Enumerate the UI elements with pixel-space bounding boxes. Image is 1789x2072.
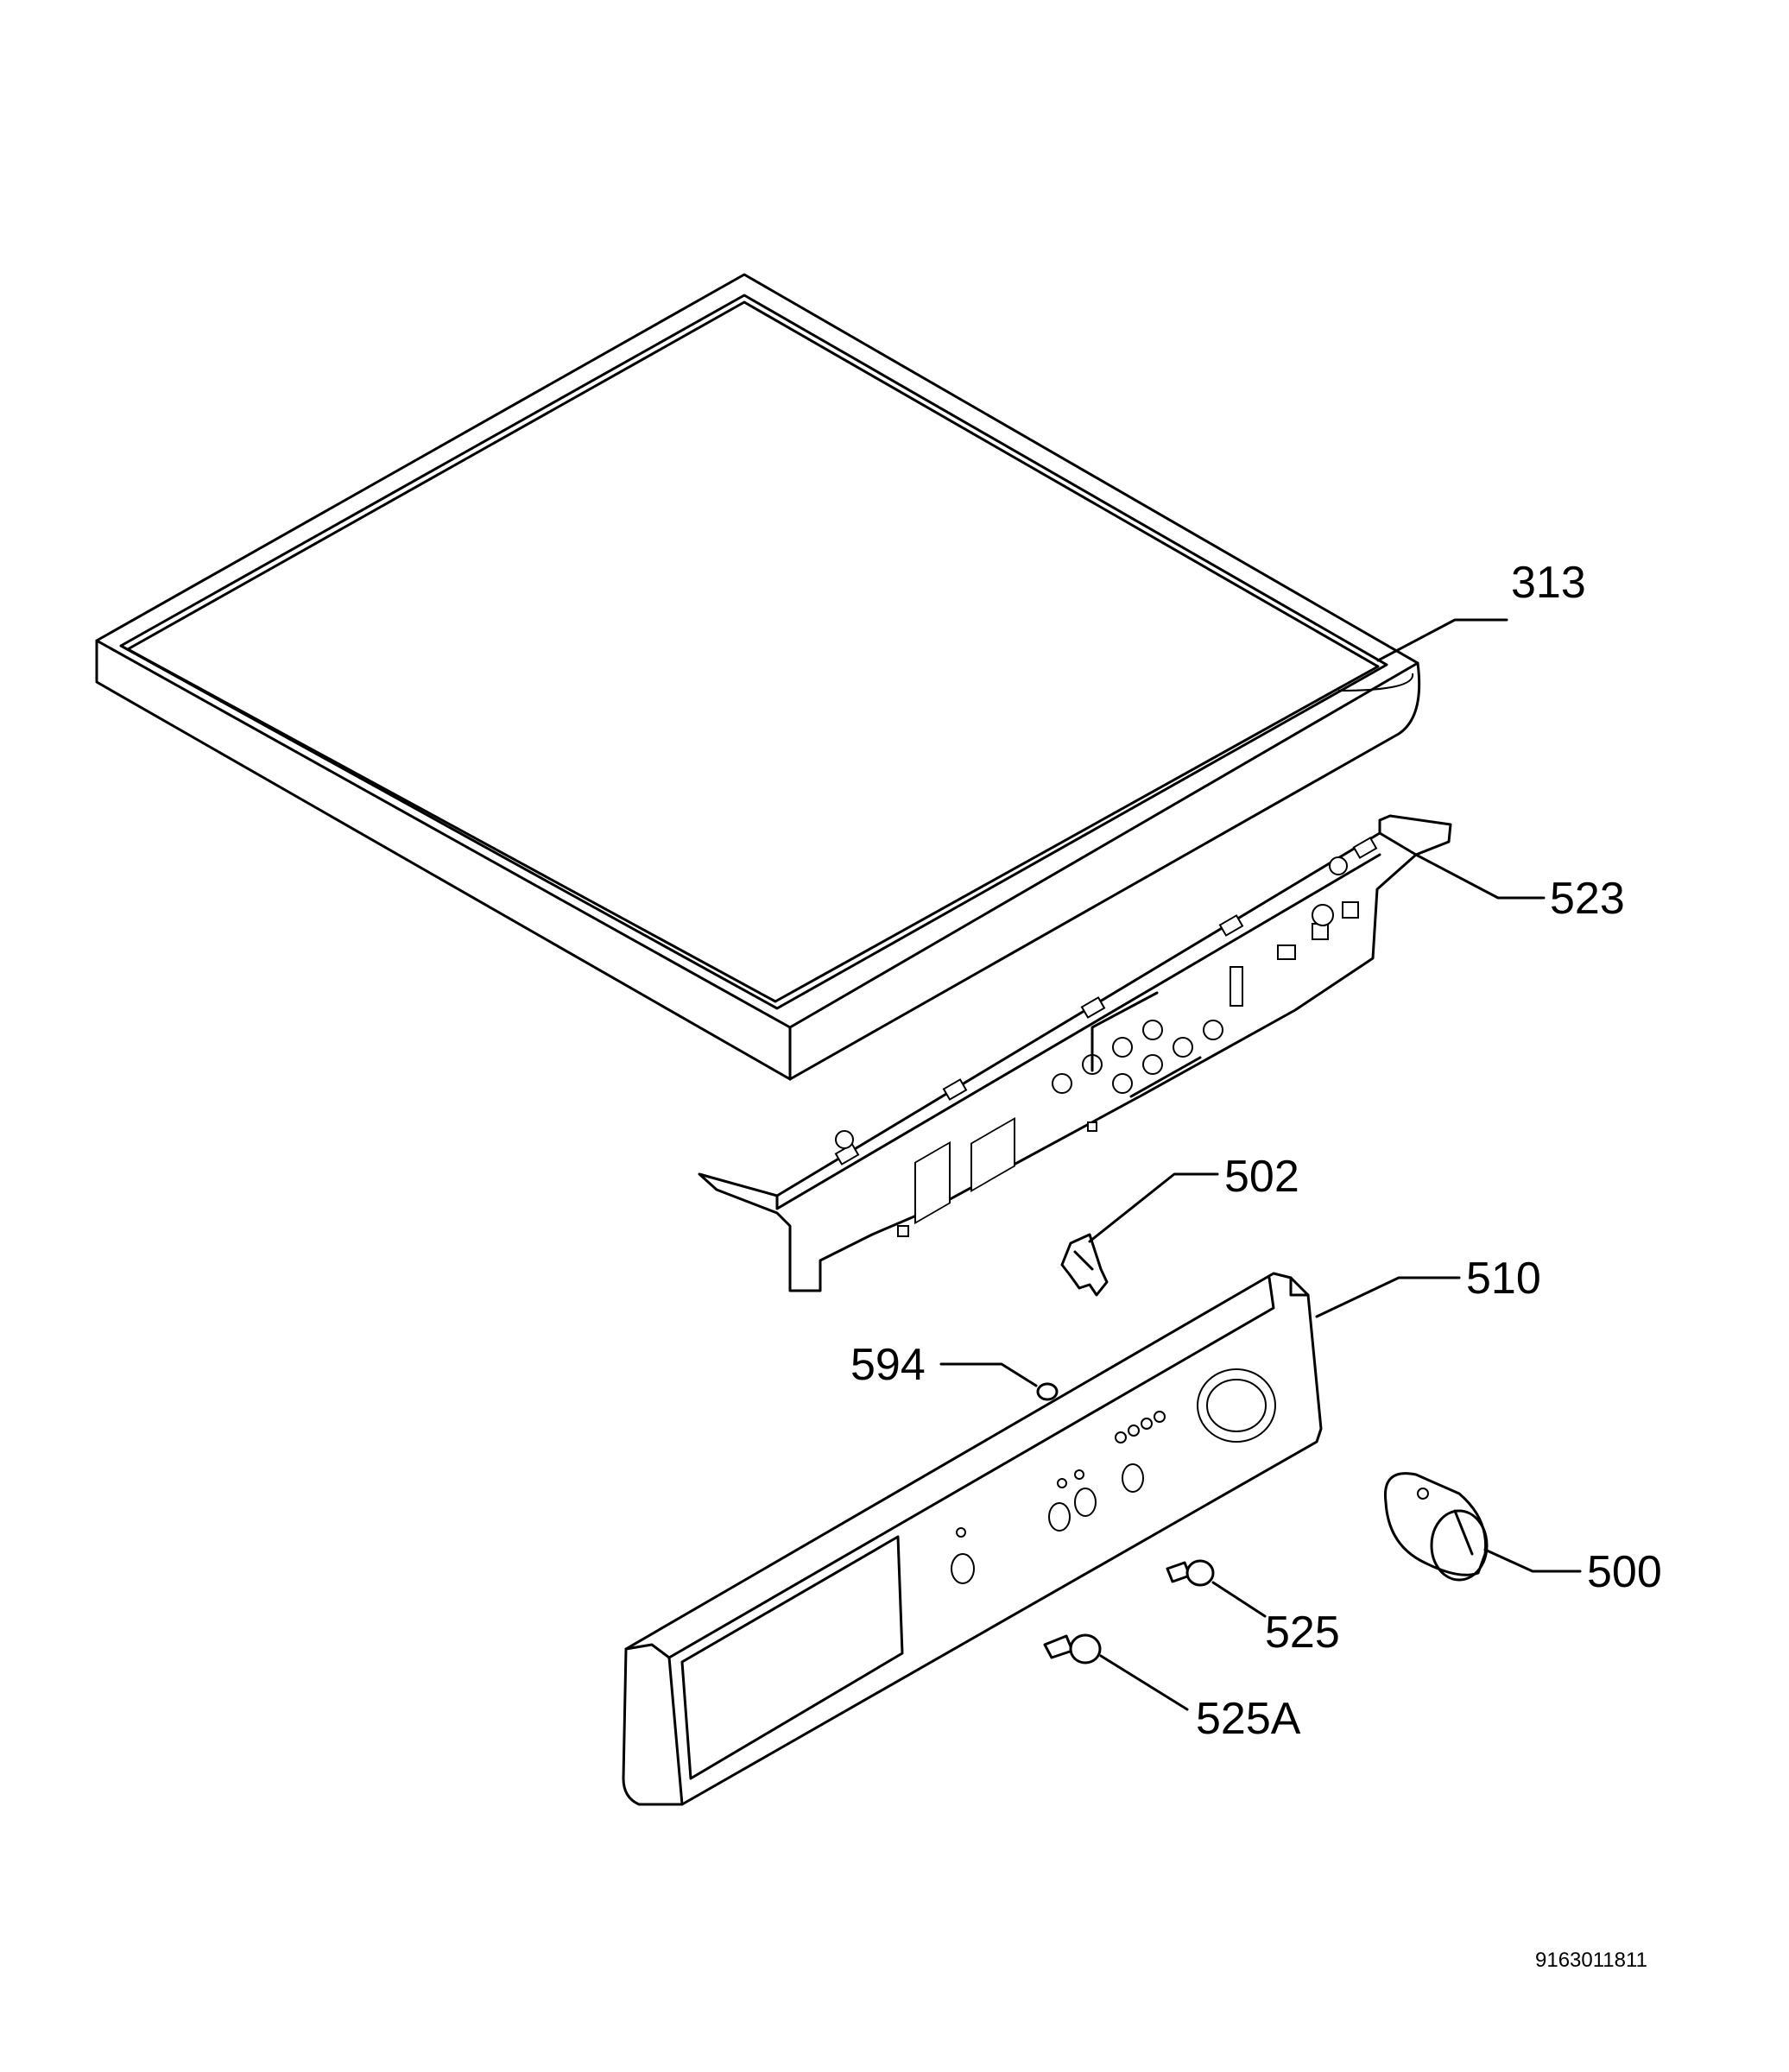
label-313: 313 [1511,558,1586,608]
leader-594 [939,1362,1038,1387]
part-594 [1036,1382,1059,1401]
label-523: 523 [1550,874,1625,924]
leader-500 [1483,1548,1582,1573]
button-525 [1166,1559,1215,1587]
button-525A [1043,1633,1102,1665]
leader-510 [1315,1276,1461,1318]
leader-525A [1099,1654,1189,1711]
leader-525 [1211,1581,1267,1618]
drawing-code: 9163011811 [1535,1949,1647,1972]
leader-lines [939,618,1582,1711]
label-594: 594 [850,1340,926,1390]
control-panel-510 [622,1272,1323,1806]
label-500: 500 [1587,1547,1662,1597]
label-502: 502 [1224,1152,1299,1202]
leader-313 [1376,618,1508,662]
top-cover-313 [95,273,1421,1081]
label-510: 510 [1466,1254,1541,1304]
part-502 [1060,1233,1109,1297]
label-525A: 525A [1196,1694,1301,1744]
control-bracket-523 [698,814,1452,1292]
label-525: 525 [1265,1608,1340,1658]
leader-523 [1414,853,1546,900]
knob-500 [1383,1472,1489,1582]
leader-502 [1088,1172,1219,1243]
